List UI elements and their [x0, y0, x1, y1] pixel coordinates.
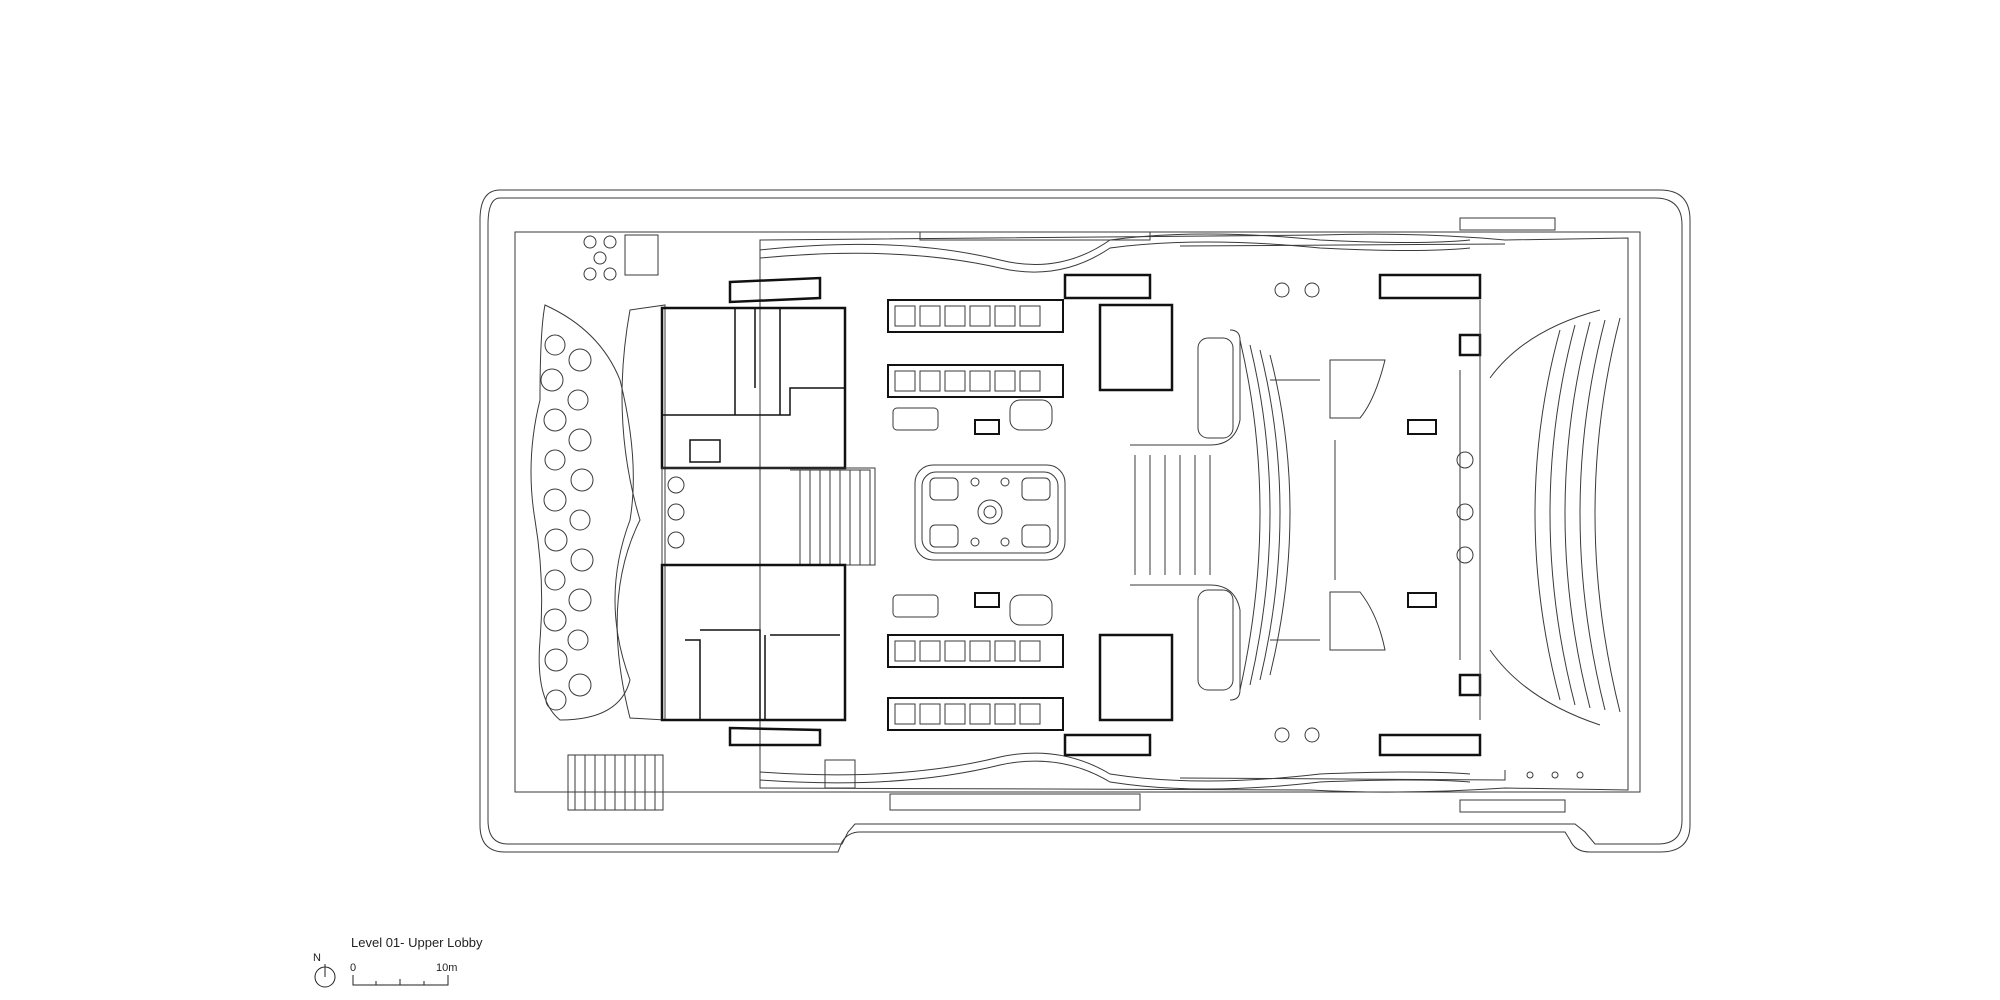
- east-pods: [1270, 359, 1386, 651]
- north-arrow-label: N: [313, 952, 321, 964]
- scale-bar-end: 10m: [436, 962, 458, 974]
- auditorium-seating: [1274, 282, 1621, 779]
- site-boundary: [479, 189, 1691, 853]
- west-core-north: [660, 276, 847, 470]
- meeting-rooms-north: [887, 299, 1064, 398]
- meeting-rooms-south: [887, 634, 1064, 731]
- south-service: [567, 754, 856, 811]
- central-lounge: [892, 399, 1066, 626]
- scale-bar-start: 0: [350, 962, 357, 974]
- west-core-south: [660, 563, 847, 747]
- canopy-curves: [759, 233, 1506, 790]
- north-arrow-icon: [314, 964, 336, 988]
- central-cores: [1063, 273, 1174, 757]
- landscape-planting: [530, 234, 666, 721]
- building-outline: [759, 217, 1629, 813]
- drawing-title: Level 01- Upper Lobby: [351, 935, 483, 950]
- scale-bar: [352, 975, 449, 986]
- west-entrance-hall: [661, 467, 876, 566]
- amphitheatre-steps: [1130, 329, 1291, 701]
- east-cores: [1378, 273, 1482, 757]
